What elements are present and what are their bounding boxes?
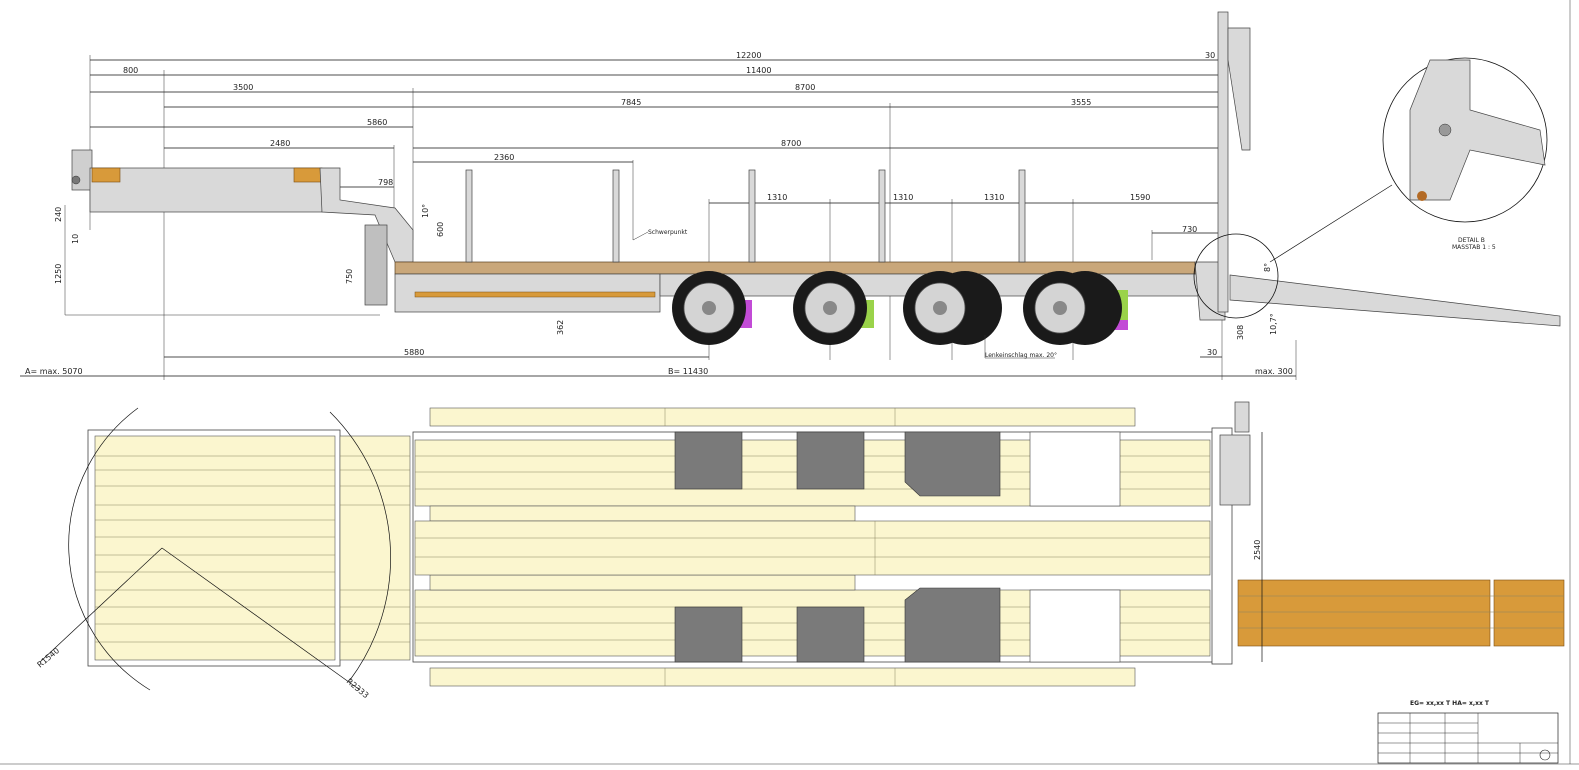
radius-r1540: R1540 xyxy=(36,646,62,670)
radius-r2333: R2333 xyxy=(345,677,371,701)
detail-scale: MASSTAB 1 : 5 xyxy=(1452,244,1496,251)
dim-11400: 11400 xyxy=(746,66,771,75)
dim-1310-c: 1310 xyxy=(984,193,1004,202)
steering-angle-label: Lenkeinschlag max. 20° xyxy=(985,352,1057,359)
dim-1250: 1250 xyxy=(54,264,63,284)
dim-2480: 2480 xyxy=(270,139,290,148)
axles xyxy=(672,271,1128,345)
schwerpunkt-label: Schwerpunkt xyxy=(648,229,688,236)
dim-12200: 12200 xyxy=(736,51,761,60)
dim-2360: 2360 xyxy=(494,153,514,162)
detail-title: DETAIL B xyxy=(1458,237,1485,244)
angle-10-7: 10,7° xyxy=(1269,313,1278,335)
dim-30-top: 30 xyxy=(1205,51,1215,60)
arc-r2333 xyxy=(329,411,391,681)
ramp-right xyxy=(1493,579,1565,647)
dim-10: 10 xyxy=(71,234,80,244)
dim-3500: 3500 xyxy=(233,83,253,92)
dim-362: 362 xyxy=(556,320,565,335)
dim-1310-b: 1310 xyxy=(893,193,913,202)
dim-5880: 5880 xyxy=(404,348,424,357)
dim-30-bottom: 30 xyxy=(1207,348,1217,357)
dim-1310-a: 1310 xyxy=(767,193,787,202)
title-block: EG= xx,xx T HA= x,xx T xyxy=(1377,700,1559,764)
dim-7845: 7845 xyxy=(621,98,641,107)
dim-3555: 3555 xyxy=(1071,98,1091,107)
dim-5860: 5860 xyxy=(367,118,387,127)
ramp-left xyxy=(1237,579,1491,647)
axle-load-label: EG= xx,xx T HA= x,xx T xyxy=(1410,700,1490,707)
dim-798: 798 xyxy=(378,178,393,187)
dim-750: 750 xyxy=(345,269,354,284)
max-300-label: max. 300 xyxy=(1255,367,1293,376)
detail-circle xyxy=(1193,233,1279,319)
arc-r1540 xyxy=(68,407,151,691)
angle-10: 10° xyxy=(421,204,430,218)
dim-800: 800 xyxy=(123,66,138,75)
detail-b: DETAIL B MASSTAB 1 : 5 xyxy=(1382,57,1548,251)
dim-8700-b: 8700 xyxy=(781,139,801,148)
dim-8700-a: 8700 xyxy=(795,83,815,92)
side-view: 12200 800 11400 30 3500 8700 7845 3555 5… xyxy=(20,11,1561,380)
dim-1590: 1590 xyxy=(1130,193,1150,202)
top-view: 2540 R1540 R2333 xyxy=(36,401,1565,701)
b-value-label: B= 11430 xyxy=(668,367,708,376)
loading-ramp xyxy=(1229,274,1561,327)
a-max-label: A= max. 5070 xyxy=(25,367,83,376)
dim-600: 600 xyxy=(436,222,445,237)
gooseneck xyxy=(71,149,414,306)
angle-8: 8° xyxy=(1263,263,1272,272)
dim-308: 308 xyxy=(1236,325,1245,340)
dim-730: 730 xyxy=(1182,225,1197,234)
dim-240: 240 xyxy=(54,207,63,222)
dim-2540: 2540 xyxy=(1253,540,1262,560)
